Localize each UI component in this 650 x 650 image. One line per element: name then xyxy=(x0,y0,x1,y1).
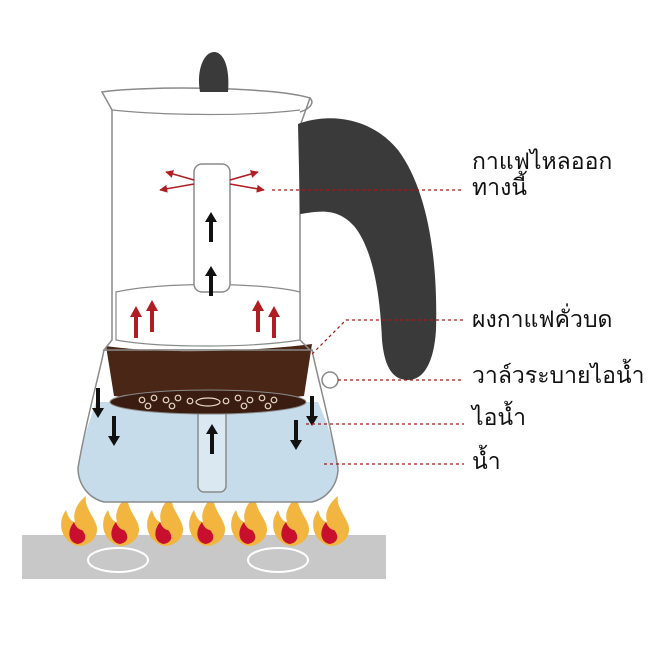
flame-icon xyxy=(313,496,350,546)
label-coffee-out: กาแฟไหลออก ทางนี้ xyxy=(472,149,613,202)
label-coffee-out-line1: กาแฟไหลออก xyxy=(472,149,613,175)
label-water: น้ำ xyxy=(472,449,501,475)
lower-chamber xyxy=(77,349,339,503)
coffee-grounds xyxy=(106,344,312,401)
filter-plate xyxy=(109,389,307,415)
label-coffee-grounds: ผงกาแฟคั่วบด xyxy=(472,307,613,333)
leader-lines xyxy=(272,189,464,465)
leader-coffee-grounds xyxy=(311,319,464,355)
flame-icon xyxy=(189,496,226,546)
handle xyxy=(298,118,437,380)
label-coffee-out-line2: ทางนี้ xyxy=(472,174,528,201)
flame-icon xyxy=(231,496,268,546)
steam-valve-icon xyxy=(321,371,339,389)
spout xyxy=(299,97,313,113)
label-steam-valve: วาล์วระบายไอน้ำ xyxy=(472,363,645,389)
lid-knob-icon xyxy=(198,52,229,92)
burner-ring-left xyxy=(87,547,149,573)
flame-icon xyxy=(147,496,184,546)
flame-icon xyxy=(273,496,310,546)
water-fill xyxy=(78,402,338,502)
flame-icon xyxy=(103,496,140,546)
upper-chamber-rim xyxy=(111,109,301,116)
flame-icon xyxy=(61,496,98,546)
upper-chamber xyxy=(100,87,312,351)
filter-holes xyxy=(138,394,278,410)
coffee-out-arrows xyxy=(159,170,265,193)
burner-ring-right xyxy=(247,547,309,573)
label-steam: ไอน้ำ xyxy=(472,405,527,431)
collector-bowl xyxy=(115,283,301,347)
